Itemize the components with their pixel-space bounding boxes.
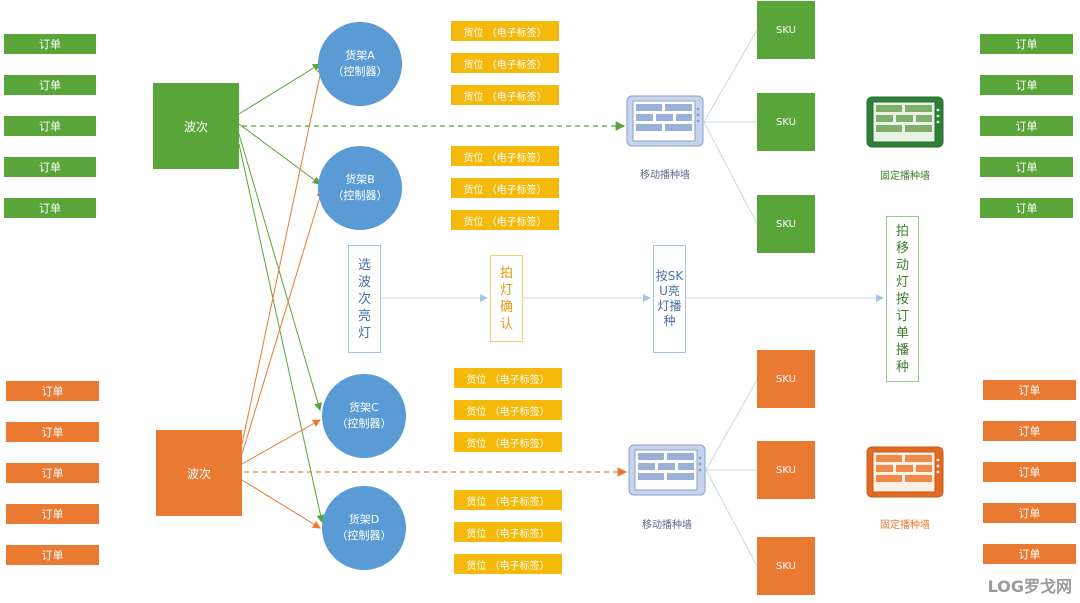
order-orange-left-5: 订单 (6, 545, 99, 565)
fixed-wall-label: 固定播种墙 (880, 171, 930, 182)
slot-label: 货位 （电子标签） (451, 53, 559, 73)
order-green-left-5: 订单 (4, 198, 96, 218)
order-green-right-3: 订单 (980, 116, 1073, 136)
slot-label: 货位 （电子标签） (454, 432, 562, 452)
slot-label: 货位 （电子标签） (451, 85, 559, 105)
slot-label: 货位 （电子标签） (454, 554, 562, 574)
step-order-sow-text: 拍移动灯按订单播种 (895, 223, 909, 375)
shelf-a-sub: （控制器） (332, 65, 388, 78)
shelf-c: 货架C （控制器） (322, 374, 406, 458)
step-select-wave-text: 选波次亮灯 (357, 257, 371, 341)
orange-wave-to-shelf-d (241, 479, 321, 529)
shelf-b: 货架B （控制器） (318, 146, 402, 230)
step-confirm-text: 拍灯确认 (499, 265, 513, 332)
step-sku-light-text: 按SKU亮灯播种 (655, 269, 684, 328)
orange-wave-to-shelf-c (241, 419, 321, 465)
fixed-wall-label: 固定播种墙 (880, 520, 930, 531)
order-orange-left-4: 订单 (6, 504, 99, 524)
slot-label: 货位 （电子标签） (454, 490, 562, 510)
sku-orange-2: SKU (757, 441, 815, 499)
sku-orange-3: SKU (757, 537, 815, 595)
shelf-d-name: 货架D (348, 513, 380, 526)
wave-green: 波次 (153, 83, 239, 169)
slot-label: 货位 （电子标签） (454, 522, 562, 542)
step-sku-light: 按SKU亮灯播种 (653, 245, 686, 353)
mobile-wall-icon (626, 95, 704, 147)
order-green-left-2: 订单 (4, 75, 96, 95)
shelf-a-name: 货架A (345, 49, 375, 62)
logo: LOG罗戈网 (988, 573, 1072, 597)
mobile-wall-label: 移动播种墙 (642, 520, 692, 531)
orange-wave-to-shelf-a (241, 65, 325, 445)
order-orange-right-2: 订单 (983, 421, 1076, 441)
step-order-sow: 拍移动灯按订单播种 (886, 216, 919, 382)
fixed-wall-icon (866, 446, 944, 498)
step-confirm: 拍灯确认 (490, 255, 523, 342)
order-orange-right-5: 订单 (983, 544, 1076, 564)
slot-label: 货位 （电子标签） (454, 368, 562, 388)
shelf-c-sub: （控制器） (336, 417, 392, 430)
shelf-d: 货架D （控制器） (322, 486, 406, 570)
fixed-wall-icon (866, 96, 944, 148)
shelf-b-sub: （控制器） (332, 189, 388, 202)
green-wave-to-shelf-a (238, 63, 321, 115)
slot-label: 货位 （电子标签） (454, 400, 562, 420)
shelf-b-name: 货架B (345, 173, 375, 186)
order-green-left-1: 订单 (4, 34, 96, 54)
green-wave-to-shelf-d (238, 143, 325, 523)
green-wave-to-shelf-c (238, 133, 322, 411)
order-green-left-3: 订单 (4, 116, 96, 136)
slot-label: 货位 （电子标签） (451, 210, 559, 230)
shelf-c-name: 货架C (349, 401, 379, 414)
slot-label: 货位 （电子标签） (451, 21, 559, 41)
step-select-wave: 选波次亮灯 (348, 245, 381, 353)
sku-green-3: SKU (757, 195, 815, 253)
mobile-wall-label: 移动播种墙 (640, 170, 690, 181)
order-orange-left-1: 订单 (6, 381, 99, 401)
order-green-right-5: 订单 (980, 198, 1073, 218)
mobile-wall-icon (628, 444, 706, 496)
order-green-right-4: 订单 (980, 157, 1073, 177)
sku-orange-1: SKU (757, 350, 815, 408)
green-wave-to-shelf-b (238, 123, 321, 185)
order-green-left-4: 订单 (4, 157, 96, 177)
slot-label: 货位 （电子标签） (451, 146, 559, 166)
order-green-right-1: 订单 (980, 34, 1073, 54)
shelf-a: 货架A （控制器） (318, 22, 402, 106)
orange-wave-to-shelf-b (241, 189, 324, 455)
order-orange-right-3: 订单 (983, 462, 1076, 482)
order-orange-right-4: 订单 (983, 503, 1076, 523)
order-orange-left-2: 订单 (6, 422, 99, 442)
sku-green-2: SKU (757, 93, 815, 151)
wave-orange: 波次 (156, 430, 242, 516)
order-green-right-2: 订单 (980, 75, 1073, 95)
order-orange-right-1: 订单 (983, 380, 1076, 400)
logo-text: LOG罗戈网 (987, 577, 1072, 596)
order-orange-left-3: 订单 (6, 463, 99, 483)
sku-green-1: SKU (757, 1, 815, 59)
slot-label: 货位 （电子标签） (451, 178, 559, 198)
shelf-d-sub: （控制器） (336, 529, 392, 542)
